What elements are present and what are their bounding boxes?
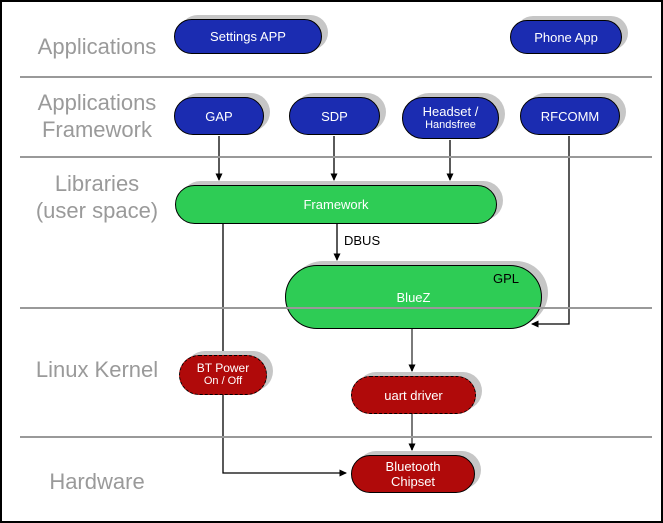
node-label: Bluetooth [385,459,441,474]
node-settings-app: Settings APP [174,19,322,54]
node-bt-power: BT Power On / Off [179,355,267,395]
node-label: GAP [205,108,233,124]
layer-label-applications-framework: Applications Framework [14,89,180,143]
divider-libraries-kernel [20,307,652,309]
layer-label-hardware: Hardware [14,468,180,495]
node-headset-handsfree: Headset / Handsfree [402,97,499,139]
gpl-tag: GPL [492,271,519,286]
node-label: uart driver [384,387,443,403]
node-sdp: SDP [289,97,380,135]
node-rfcomm: RFCOMM [520,97,620,135]
layer-label-libraries: Libraries (user space) [14,170,180,224]
node-label: Phone App [534,29,598,45]
node-label: Handsfree [425,119,476,131]
layer-label-line: Libraries [54,171,140,196]
divider-kernel-hardware [20,436,652,438]
node-label: SDP [321,108,348,124]
node-phone-app: Phone App [510,20,622,54]
node-label: On / Off [203,375,243,387]
layer-label-line: Hardware [49,469,145,494]
layer-label-line: Linux Kernel [35,357,159,382]
node-label: Framework [303,197,369,212]
node-uart-driver: uart driver [351,376,476,414]
layer-label-line: Applications [37,90,157,115]
node-framework: Framework [175,185,497,224]
node-label: Settings APP [210,29,286,44]
node-label: Chipset [390,474,436,489]
layer-label-line: Applications [37,34,157,59]
node-label: BT Power [196,361,250,375]
divider-framework-libraries [20,156,652,158]
node-label: Headset / [422,104,479,119]
node-bluetooth-chipset: Bluetooth Chipset [351,455,475,493]
layer-label-applications: Applications [14,33,180,60]
node-label: RFCOMM [540,108,600,124]
edge-label-dbus: DBUS [344,233,381,248]
layer-label-line: Framework [41,117,152,142]
node-bluez: GPL BlueZ [285,265,542,329]
layer-label-linux-kernel: Linux Kernel [14,356,180,383]
node-gap: GAP [174,97,264,135]
layer-label-line: (user space) [35,198,159,223]
divider-applications-framework [20,76,652,78]
node-label: BlueZ [396,289,431,305]
